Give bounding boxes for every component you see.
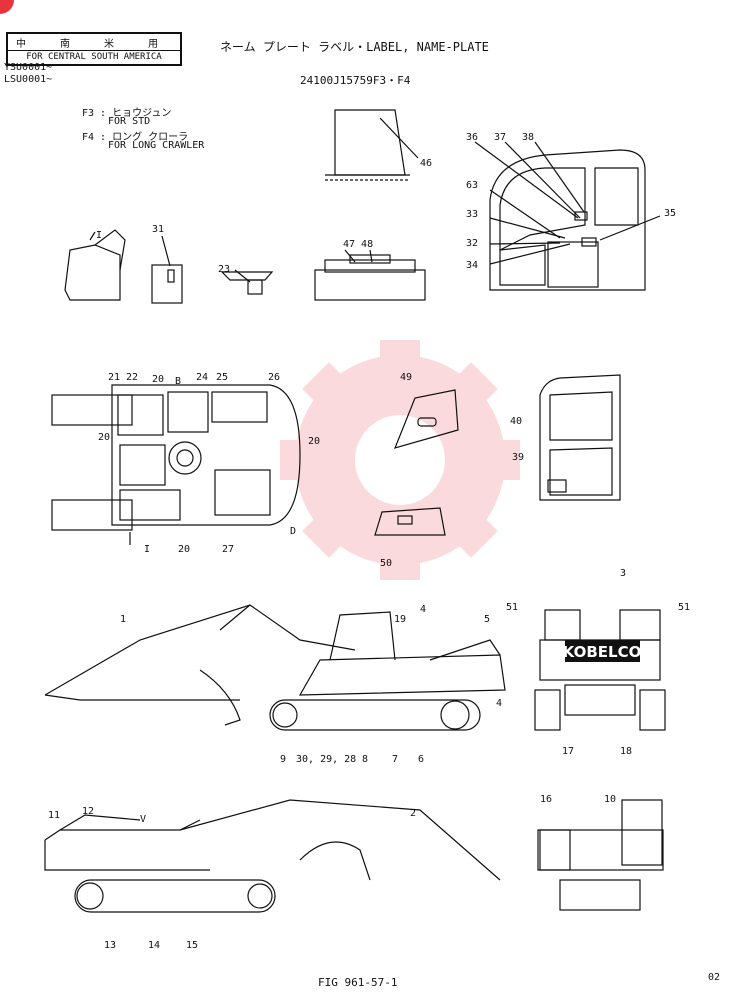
variant-f4-en: FOR LONG CRAWLER bbox=[108, 140, 205, 151]
callout-46: 46 bbox=[420, 158, 432, 169]
page-title: ネーム プレート ラベル・LABEL, NAME-PLATE bbox=[220, 40, 489, 54]
callout-21: 21 bbox=[108, 372, 120, 383]
callout-1: 1 bbox=[120, 614, 126, 625]
view-panel-50 bbox=[374, 507, 446, 536]
callout-V: V bbox=[140, 814, 146, 825]
callout-23: 23 bbox=[218, 264, 230, 275]
callout-36: 36 bbox=[466, 132, 478, 143]
region-box-jp: 中 南 米 用 bbox=[15, 39, 173, 50]
callout-40: 40 bbox=[510, 416, 522, 427]
variant-f4-jp: F4 : ロング クローラ bbox=[82, 132, 189, 143]
view-door-49 bbox=[393, 389, 459, 449]
callout-33: 33 bbox=[466, 209, 478, 220]
view-rear-right bbox=[534, 609, 666, 731]
callout-labels: 46 47 48 36 37 38 63 33 32 34 35 31 23 I… bbox=[48, 132, 690, 951]
view-console bbox=[314, 249, 426, 301]
callout-plan-I: I bbox=[144, 544, 150, 555]
callout-30-29-28: 30, 29, 28 bbox=[296, 754, 356, 765]
callout-B: B bbox=[175, 376, 181, 387]
callout-34: 34 bbox=[466, 260, 478, 271]
callout-27: 27 bbox=[222, 544, 234, 555]
serial-lsu: LSU0001~ bbox=[4, 74, 53, 85]
callout-25: 25 bbox=[216, 372, 228, 383]
callout-7: 7 bbox=[392, 754, 398, 765]
callout-3: 3 bbox=[620, 568, 626, 579]
callout-18: 18 bbox=[620, 746, 632, 757]
callout-20-top: 20 bbox=[152, 374, 164, 385]
view-rear-left bbox=[537, 799, 664, 911]
callout-47-48: 47 48 bbox=[343, 239, 373, 250]
figure-number: FIG 961-57-1 bbox=[318, 976, 398, 989]
view-bracket-23 bbox=[220, 269, 274, 295]
callout-31: 31 bbox=[152, 224, 164, 235]
variant-f3-jp: F3 : ヒョウジュン bbox=[82, 108, 172, 119]
brand-label: KOBELCO bbox=[563, 643, 642, 661]
callout-10: 10 bbox=[604, 794, 616, 805]
callout-20-left: 20 bbox=[98, 432, 110, 443]
callout-51-right: 51 bbox=[678, 602, 690, 613]
callout-6: 6 bbox=[418, 754, 424, 765]
callout-20-bottom: 20 bbox=[178, 544, 190, 555]
callout-35: 35 bbox=[664, 208, 676, 219]
region-box-en: FOR CENTRAL SOUTH AMERICA bbox=[8, 50, 180, 62]
callout-D: D bbox=[290, 526, 296, 537]
callout-51-left: 51 bbox=[506, 602, 518, 613]
page-number: 02 bbox=[708, 972, 721, 983]
callout-17: 17 bbox=[562, 746, 574, 757]
callout-39: 39 bbox=[512, 452, 524, 463]
serial-ysu: YSU0001~ bbox=[4, 62, 53, 73]
callout-20-right: 20 bbox=[308, 436, 320, 447]
part-number: 24100J15759F3・F4 bbox=[300, 74, 411, 87]
callout-5: 5 bbox=[484, 614, 490, 625]
callout-13: 13 bbox=[104, 940, 116, 951]
callout-50: 50 bbox=[380, 558, 392, 569]
callout-4-top: 4 bbox=[420, 604, 426, 615]
view-plan bbox=[51, 384, 301, 545]
watermark-gear bbox=[280, 340, 520, 580]
view-panel-31 bbox=[151, 235, 183, 304]
view-side-left bbox=[44, 799, 501, 913]
callout-37: 37 bbox=[494, 132, 506, 143]
callout-9: 9 bbox=[280, 754, 286, 765]
callout-15: 15 bbox=[186, 940, 198, 951]
callout-32: 32 bbox=[466, 238, 478, 249]
callout-8: 8 bbox=[362, 754, 368, 765]
callout-38: 38 bbox=[522, 132, 534, 143]
callout-26: 26 bbox=[268, 372, 280, 383]
view-side-right bbox=[44, 604, 506, 731]
region-box: 中 南 米 用 FOR CENTRAL SOUTH AMERICA bbox=[6, 32, 182, 66]
view-seat bbox=[64, 229, 126, 301]
view-door-right bbox=[539, 374, 621, 501]
callout-49: 49 bbox=[400, 372, 412, 383]
callout-seat-I: I bbox=[96, 230, 102, 241]
callout-12: 12 bbox=[82, 806, 94, 817]
callout-19: 19 bbox=[394, 614, 406, 625]
callout-63: 63 bbox=[466, 180, 478, 191]
callout-11: 11 bbox=[48, 810, 60, 821]
variant-f3-en: FOR STD bbox=[108, 116, 151, 127]
callout-16: 16 bbox=[540, 794, 552, 805]
callout-2: 2 bbox=[410, 808, 416, 819]
callout-4-right: 4 bbox=[496, 698, 502, 709]
view-cab-interior bbox=[474, 141, 661, 291]
view-cab-side-46 bbox=[325, 109, 419, 181]
callout-24: 24 bbox=[196, 372, 208, 383]
callout-22: 22 bbox=[126, 372, 138, 383]
callout-14: 14 bbox=[148, 940, 160, 951]
kobelco-plate bbox=[565, 640, 640, 662]
